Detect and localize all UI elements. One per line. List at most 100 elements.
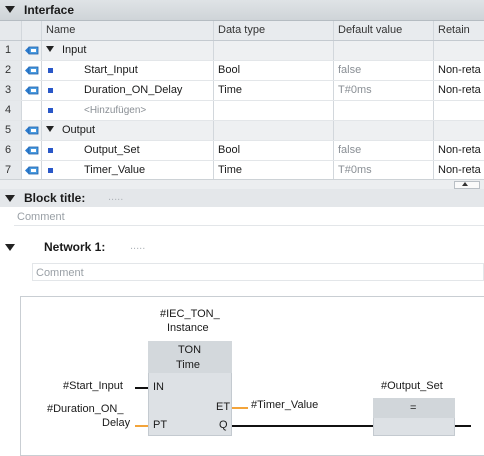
name-cell: Output [42, 121, 214, 140]
interface-icon-cell [22, 141, 42, 160]
retain-cell[interactable] [434, 41, 484, 60]
variable-bullet-icon [48, 168, 53, 173]
coil-out-wire [455, 425, 471, 427]
ton-block-header [148, 341, 232, 373]
section-name: Output [62, 124, 96, 136]
expand-triangle-icon[interactable] [46, 46, 54, 52]
data-type-cell[interactable]: Time [214, 161, 334, 180]
instance-name-line1[interactable]: #IEC_TON_ [160, 308, 220, 320]
default-value-cell[interactable]: T#0ms [334, 81, 434, 100]
interface-icon-cell [22, 101, 42, 120]
default-value-cell[interactable] [334, 41, 434, 60]
expand-triangle-icon[interactable] [46, 126, 54, 132]
retain-cell[interactable]: Non-reta [438, 144, 481, 156]
row-number: 3 [0, 81, 22, 100]
default-value-cell[interactable]: false [334, 61, 434, 80]
block-title-dots[interactable]: ..... [108, 191, 124, 203]
block-comment-field[interactable]: Comment [14, 208, 484, 226]
network-title-dots[interactable]: ..... [130, 240, 146, 252]
retain-cell[interactable]: Non-reta [438, 164, 481, 176]
table-row[interactable]: 3 Duration_ON_Delay Time T#0ms Non-reta [0, 81, 484, 101]
pt-wire [135, 425, 148, 427]
pin-et-label: ET [216, 401, 231, 413]
network-comment-field[interactable]: Comment [32, 263, 484, 281]
variable-name[interactable]: Timer_Value [84, 164, 146, 176]
coil-operand[interactable]: #Output_Set [381, 380, 443, 392]
row-number: 1 [0, 41, 22, 60]
row-number: 5 [0, 121, 22, 140]
interface-input-icon [25, 66, 39, 75]
q-wire [232, 425, 373, 427]
default-value-cell[interactable] [334, 121, 434, 140]
interface-icon-cell [22, 161, 42, 180]
instance-name-line2[interactable]: Instance [167, 322, 209, 334]
table-row[interactable]: 1 Input [0, 41, 484, 61]
assignment-box-header [373, 398, 455, 418]
et-wire [232, 407, 248, 409]
icon-header [22, 21, 42, 40]
name-cell: Start_Input [42, 61, 214, 80]
row-number-header [0, 21, 22, 40]
in-wire [135, 387, 148, 389]
add-new-row[interactable]: <Hinzufügen> [84, 105, 147, 116]
collapse-triangle-icon[interactable] [5, 195, 15, 202]
et-operand[interactable]: #Timer_Value [251, 399, 319, 411]
default-value-cell[interactable] [334, 101, 434, 120]
interface-header[interactable]: Interface [0, 0, 484, 21]
column-header-data-type[interactable]: Data type [214, 21, 334, 40]
data-type-cell[interactable]: Bool [214, 141, 334, 160]
table-row[interactable]: 7 Timer_Value Time T#0ms Non-reta [0, 161, 484, 181]
variable-bullet-icon [48, 88, 53, 93]
pin-q-label: Q [219, 419, 228, 431]
retain-cell[interactable] [434, 121, 484, 140]
column-header-default-value[interactable]: Default value [334, 21, 434, 40]
retain-cell[interactable]: Non-reta [438, 84, 481, 96]
scroll-up-arrow-icon[interactable] [462, 182, 468, 186]
data-type-cell[interactable]: Bool [214, 61, 334, 80]
data-type-cell[interactable] [214, 121, 334, 140]
section-name: Input [62, 44, 87, 56]
in-operand[interactable]: #Start_Input [63, 380, 123, 392]
name-cell: Input [42, 41, 214, 60]
table-row[interactable]: 5 Output [0, 121, 484, 141]
column-header-name[interactable]: Name [42, 21, 214, 40]
default-value-cell[interactable]: T#0ms [334, 161, 434, 180]
pt-operand-line1[interactable]: #Duration_ON_ [47, 403, 124, 415]
default-value-cell[interactable]: false [334, 141, 434, 160]
ton-block-name: TON [178, 344, 202, 356]
pin-pt-label: PT [153, 419, 168, 431]
ton-block-type[interactable]: Time [176, 359, 201, 371]
row-number: 7 [0, 161, 22, 180]
name-cell: Duration_ON_Delay [42, 81, 214, 100]
assignment-symbol: = [410, 402, 417, 414]
table-row[interactable]: 6 Output_Set Bool false Non-reta [0, 141, 484, 161]
variable-bullet-icon [48, 68, 53, 73]
row-number: 4 [0, 101, 22, 120]
table-row[interactable]: 4 <Hinzufügen> [0, 101, 484, 121]
variable-bullet-icon [48, 148, 53, 153]
column-header-retain[interactable]: Retain [438, 24, 470, 36]
network-header[interactable]: Network 1: ..... [0, 238, 484, 256]
interface-icon-cell [22, 41, 42, 60]
variable-name[interactable]: Output_Set [84, 144, 140, 156]
pt-operand-line2[interactable]: Delay [102, 417, 131, 429]
retain-cell[interactable] [434, 101, 484, 120]
name-cell: Timer_Value [42, 161, 214, 180]
name-cell: <Hinzufügen> [42, 101, 214, 120]
collapse-triangle-icon[interactable] [5, 244, 15, 251]
variable-bullet-icon [48, 108, 53, 113]
interface-icon-cell [22, 61, 42, 80]
variable-name[interactable]: Start_Input [84, 64, 138, 76]
table-row[interactable]: 2 Start_Input Bool false Non-reta [0, 61, 484, 81]
interface-icon-cell [22, 81, 42, 100]
variable-name[interactable]: Duration_ON_Delay [84, 84, 183, 96]
data-type-cell[interactable]: Time [214, 81, 334, 100]
retain-cell[interactable]: Non-reta [438, 64, 481, 76]
block-title-header[interactable]: Block title: ..... [0, 189, 484, 207]
data-type-cell[interactable] [214, 41, 334, 60]
interface-title: Interface [24, 3, 75, 17]
collapse-triangle-icon[interactable] [5, 6, 15, 13]
block-title-label: Block title: [24, 191, 86, 205]
interface-output-icon [25, 166, 39, 175]
data-type-cell[interactable] [214, 101, 334, 120]
